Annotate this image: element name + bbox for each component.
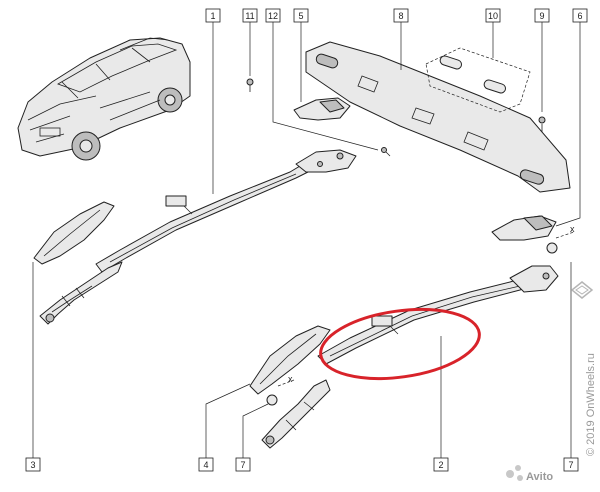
copyright-watermark: © 2019 OnWheels.ru: [585, 353, 597, 456]
mount-clip-upper: [293, 97, 351, 121]
callout-7-right: 7: [563, 457, 579, 472]
callout-label: 11: [245, 11, 254, 21]
x-marker: x: [288, 374, 293, 384]
callout-label: 1: [210, 11, 215, 21]
vehicle-illustration: [17, 37, 191, 161]
callout-label: 3: [30, 460, 35, 470]
callout-label: 10: [488, 11, 498, 21]
callout-label: 2: [438, 460, 443, 470]
callout-8: 8: [393, 8, 409, 23]
callout-10: 10: [485, 8, 501, 23]
callout-label: 9: [539, 11, 544, 21]
callout-2: 2: [433, 457, 449, 472]
callout-label: 8: [398, 11, 403, 21]
callout-label: 7: [568, 460, 573, 470]
roof-rail-upper: [39, 149, 357, 325]
callout-11: 11: [242, 8, 258, 23]
gasket-kit: [425, 47, 531, 113]
callout-label: 7: [240, 460, 245, 470]
callout-label: 6: [577, 11, 582, 21]
callout-1: 1: [205, 8, 221, 23]
callout-7-left: 7: [235, 457, 251, 472]
avito-label: Avito: [526, 471, 553, 483]
rail-cover-lower: [249, 325, 331, 395]
fasteners: [246, 78, 558, 406]
callout-12: 12: [265, 8, 281, 23]
brand-logo-icon: [570, 281, 594, 299]
avito-watermark: Avito: [506, 465, 553, 483]
callout-5: 5: [293, 8, 309, 23]
roof-rail-lower: [261, 265, 559, 449]
mount-clip-lower: [491, 215, 557, 241]
callout-label: 5: [298, 11, 303, 21]
callout-label: 4: [203, 460, 208, 470]
callout-9: 9: [534, 8, 550, 23]
callout-label: 12: [268, 11, 278, 21]
highlight-ellipse: [319, 307, 481, 381]
rear-crossbar-panel: [305, 41, 571, 193]
rail-cover-upper: [33, 201, 115, 265]
callout-3: 3: [25, 457, 41, 472]
callout-6: 6: [572, 8, 588, 23]
callout-4: 4: [198, 457, 214, 472]
x-marker: x: [570, 224, 575, 234]
leader-lines: [32, 22, 581, 458]
